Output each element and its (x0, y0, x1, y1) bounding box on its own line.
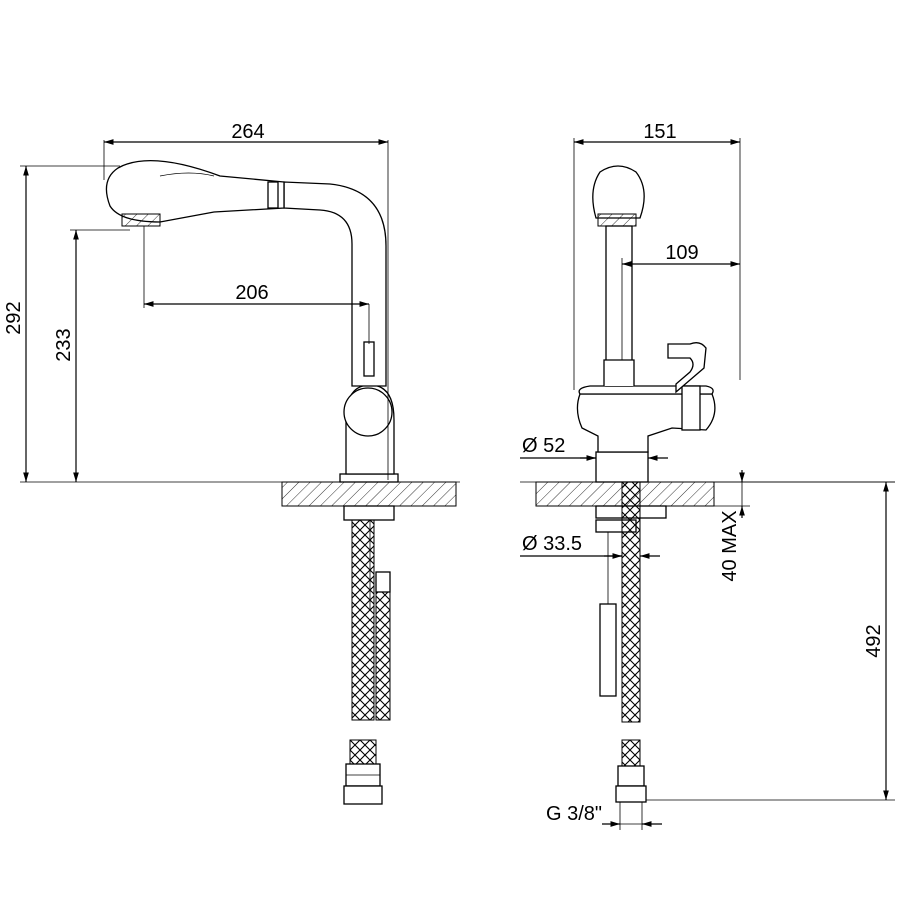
side-pullout-head (105, 160, 285, 223)
side-connector-thread (343, 785, 383, 805)
dim-side-width: 264 (103, 121, 389, 480)
side-view: 264 206 292 233 (3, 121, 460, 805)
dim-front-thread: G 3/8" (546, 802, 662, 830)
front-spout (605, 225, 633, 387)
dim-side-height: 292 (3, 165, 120, 482)
front-spout-head (592, 165, 645, 219)
front-hose-length-label: 492 (863, 624, 885, 657)
side-lever-stem (363, 341, 375, 377)
front-lever-offset-label: 109 (665, 242, 698, 264)
side-height-label: 292 (3, 301, 25, 334)
front-base-collar (595, 451, 649, 483)
front-thread-label: G 3/8" (546, 803, 602, 825)
dim-side-reach: 206 (143, 226, 370, 344)
side-hose-end (349, 739, 377, 765)
side-spray-face (121, 213, 161, 227)
dim-side-spout-height: 233 (53, 229, 130, 482)
dim-front-deck-thickness: 40 MAX (714, 470, 750, 582)
front-spout-base (603, 359, 635, 386)
side-lever-hub (343, 387, 393, 437)
dim-front-width: 151 (573, 121, 741, 390)
side-countertop-section (281, 481, 457, 507)
front-shank-diameter-label: Ø 33.5 (522, 533, 582, 555)
dim-front-hose-length: 492 (646, 481, 895, 801)
front-deck-thickness-label: 40 MAX (719, 510, 741, 581)
front-hose-end (621, 739, 641, 767)
side-hose-left (351, 519, 375, 721)
side-hose-right (375, 571, 391, 721)
front-base-diameter-label: Ø 52 (522, 435, 565, 457)
front-spray-face (597, 213, 637, 227)
dim-front-base-diameter: Ø 52 (520, 435, 668, 470)
side-spout-post (283, 181, 387, 387)
front-view: 151 109 Ø 52 Ø 33.5 4 (520, 121, 895, 830)
side-fixing-nut (343, 505, 395, 521)
side-base-collar (339, 473, 399, 483)
front-pullout-weight (599, 603, 617, 697)
front-lever-handle (667, 342, 707, 394)
front-connector-thread (615, 785, 647, 803)
side-spout-height-label: 233 (53, 328, 75, 361)
front-lever-block (681, 385, 701, 431)
front-connector-nut (617, 765, 645, 787)
front-main-body (576, 393, 716, 453)
dim-front-lever-offset: 109 (621, 242, 740, 360)
side-head-ring (267, 181, 279, 209)
front-hose (621, 481, 641, 723)
side-head-contour (159, 172, 215, 177)
side-width-label: 264 (231, 121, 264, 143)
side-reach-label: 206 (235, 282, 268, 304)
front-width-label: 151 (643, 121, 676, 143)
side-hose-fitting (375, 571, 391, 593)
dim-front-shank-diameter: Ø 33.5 (520, 533, 660, 559)
